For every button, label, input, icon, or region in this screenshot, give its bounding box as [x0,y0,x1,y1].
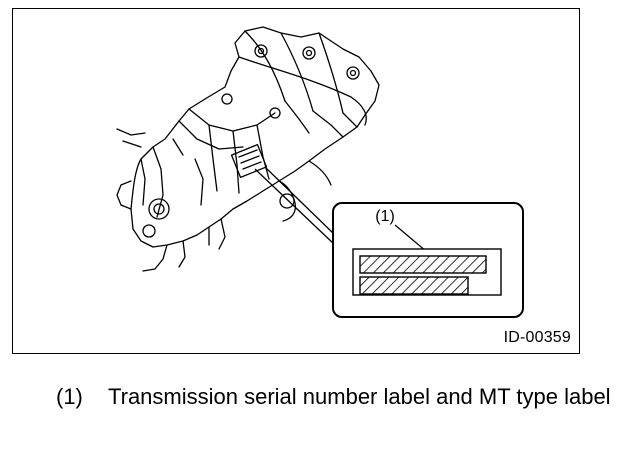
caption-item-text: Transmission serial number label and MT … [108,384,611,409]
figure-id: ID-00359 [503,329,571,346]
callout-leader [254,166,336,246]
transmission-housing [116,26,380,272]
transmission-diagram: (1) [116,26,524,318]
callout-number: (1) [375,208,395,225]
label-callout-box: (1) [332,202,524,318]
serial-number-label [359,255,487,274]
caption-item-number: (1) [56,384,83,409]
mt-type-label [359,276,469,295]
figure-frame: (1) ID-00359 [12,8,580,354]
